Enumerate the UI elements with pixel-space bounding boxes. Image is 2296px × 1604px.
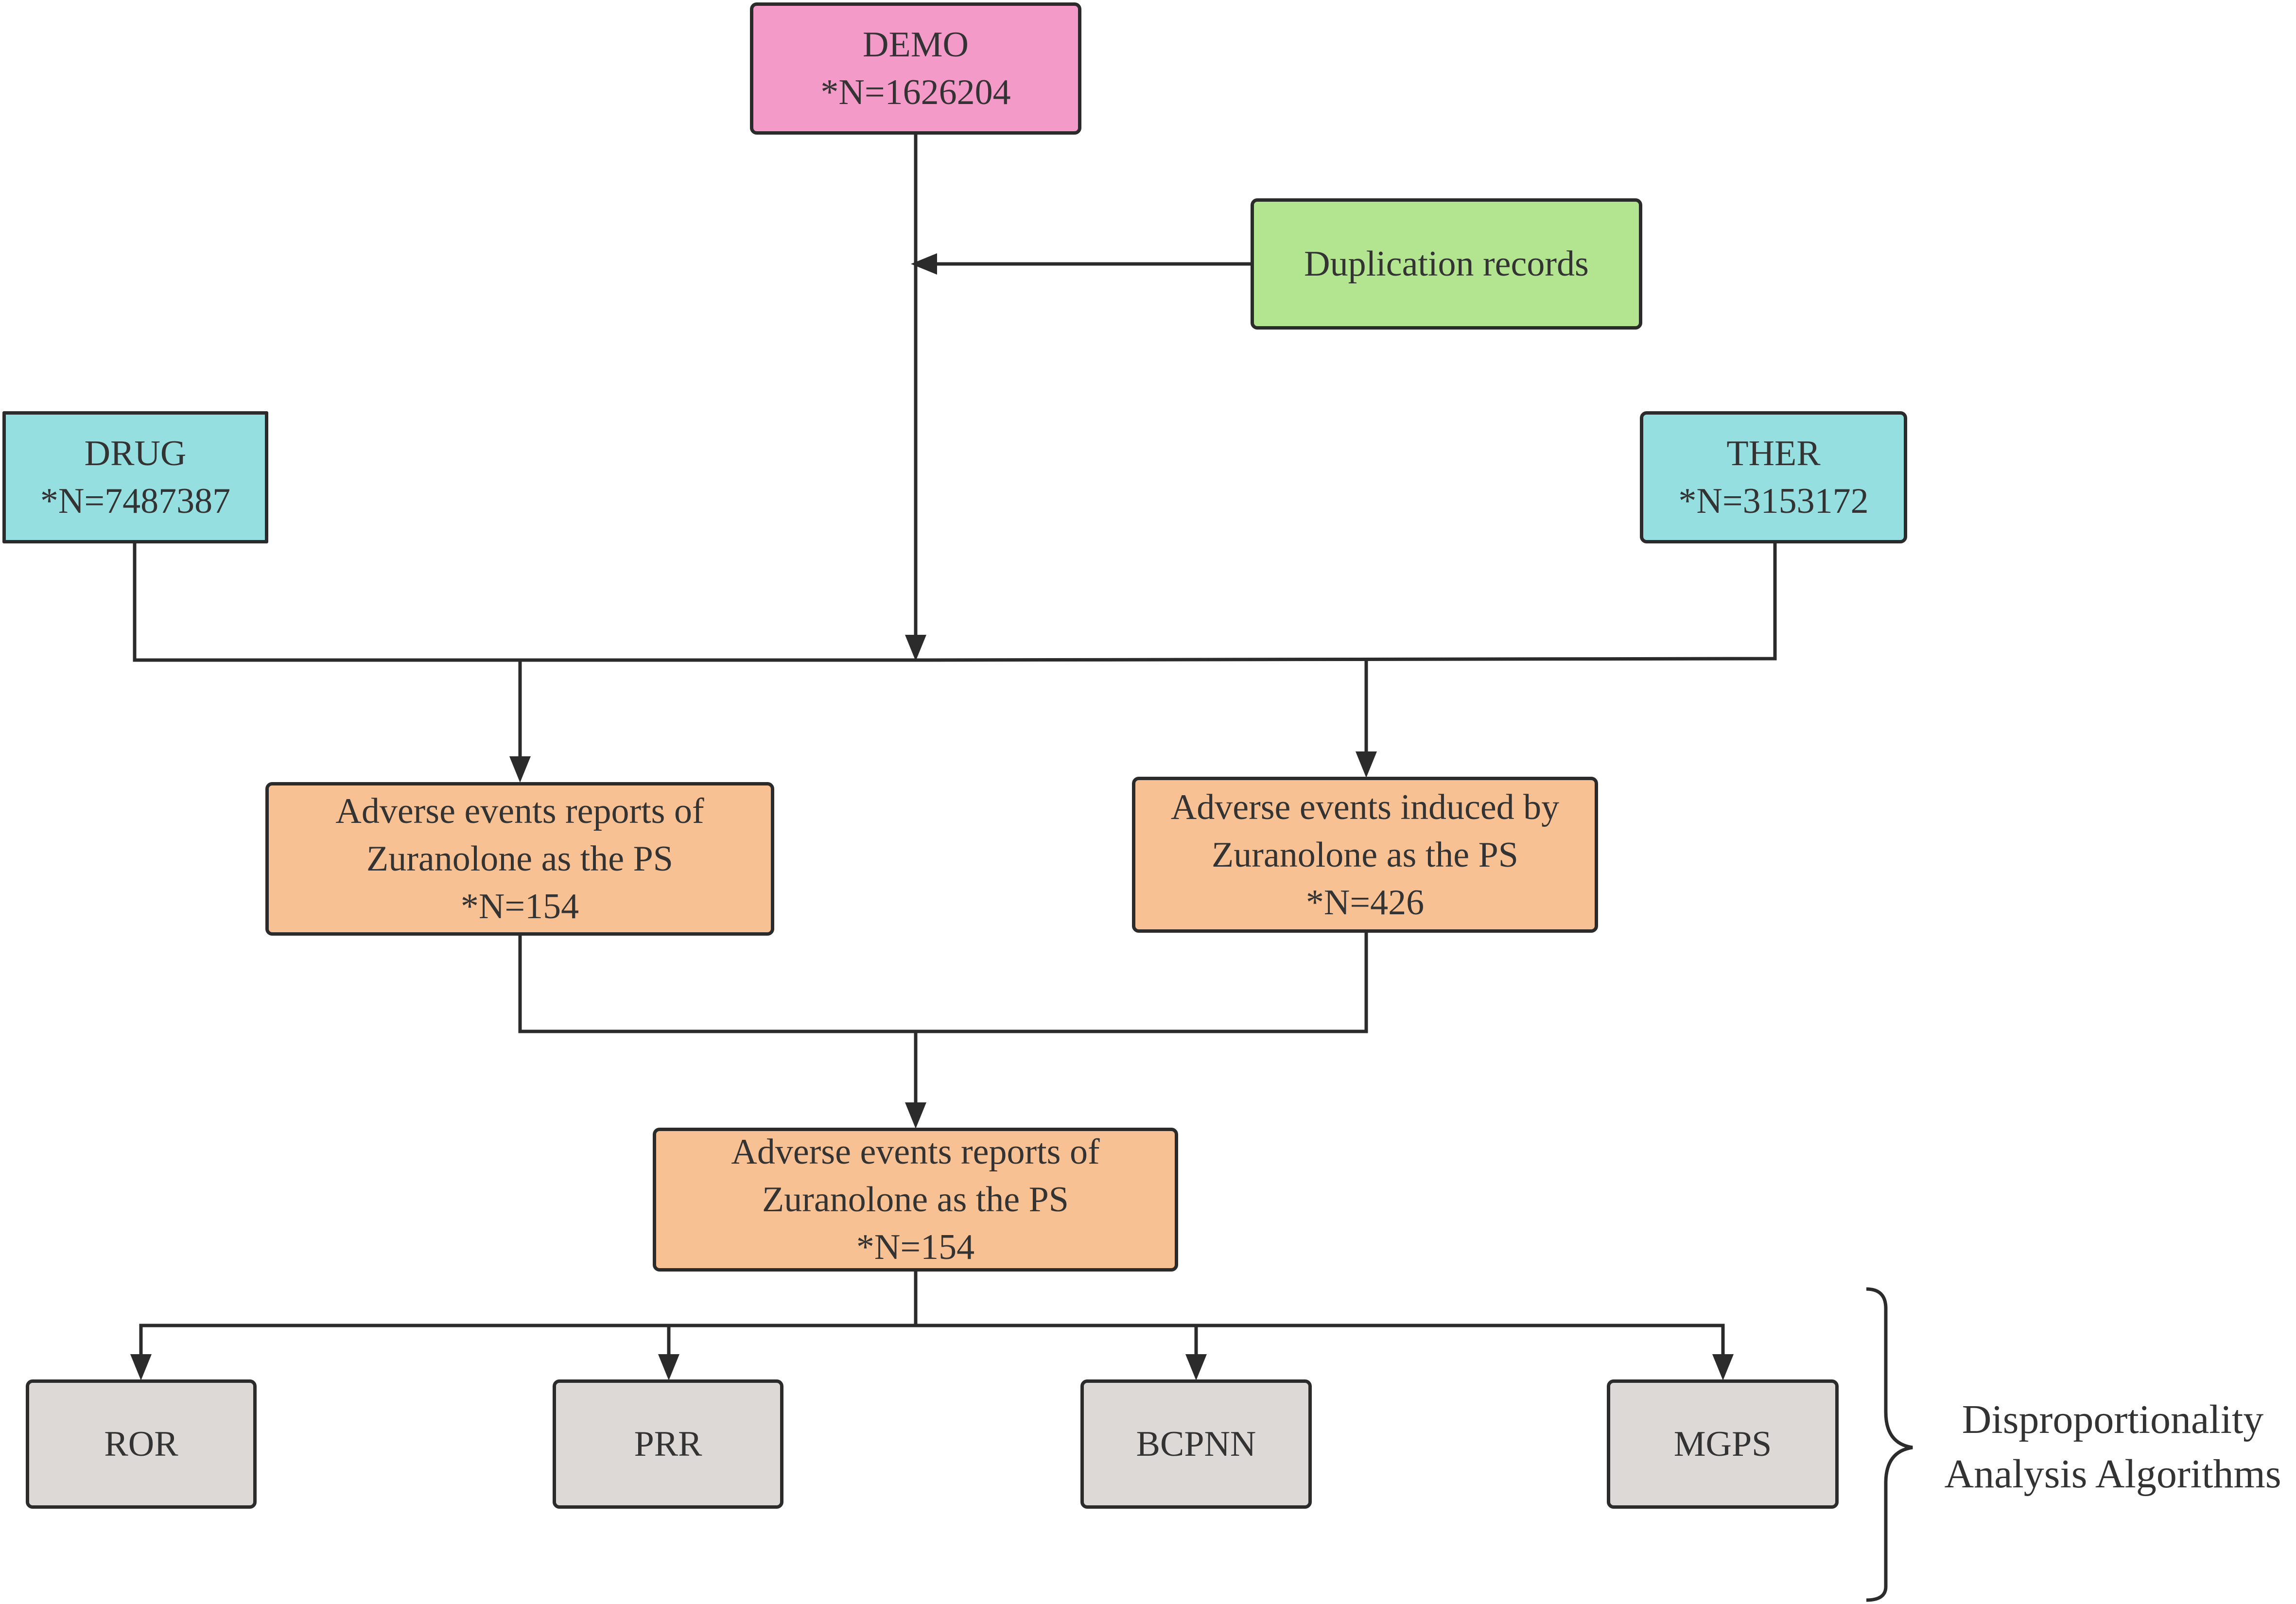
arrowhead-bcpnn xyxy=(1185,1354,1207,1380)
algorithm-prr-box: PRR xyxy=(553,1379,783,1509)
reports-to-final-line xyxy=(518,932,1368,1033)
final-reports-count: *N=154 xyxy=(856,1227,975,1267)
algorithm-bus-line xyxy=(916,1324,1725,1358)
ther-box: THER *N=3153172 xyxy=(1640,411,1907,543)
ther-count: *N=3153172 xyxy=(1678,481,1869,521)
algorithm-ror-label: ROR xyxy=(104,1424,178,1464)
ther-to-merge-line xyxy=(915,542,1777,662)
ther-title: THER xyxy=(1726,434,1821,473)
drug-title: DRUG xyxy=(84,434,187,473)
arrowhead-reports xyxy=(509,756,531,783)
arrowhead-induced xyxy=(1356,751,1377,778)
arrowhead-final xyxy=(905,1102,926,1129)
induced-ps-box: Adverse events induced by Zuranolone as … xyxy=(1132,777,1598,933)
induced-ps-line2: Zuranolone as the PS xyxy=(1212,835,1518,875)
algorithm-ror-box: ROR xyxy=(26,1379,257,1509)
demo-box: DEMO *N=1626204 xyxy=(750,2,1081,135)
reports-ps-line2: Zuranolone as the PS xyxy=(366,839,673,879)
algorithm-mgps-box: MGPS xyxy=(1607,1379,1839,1509)
induced-ps-count: *N=426 xyxy=(1305,882,1425,923)
duplication-records-box: Duplication records xyxy=(1251,198,1642,330)
final-reports-line1: Adverse events reports of xyxy=(731,1132,1100,1172)
arrowhead-demo-merge xyxy=(905,635,926,661)
final-reports-line2: Zuranolone as the PS xyxy=(762,1180,1069,1220)
arrowhead-prr xyxy=(658,1354,679,1380)
disproportionality-label-line2: Analysis Algorithms xyxy=(1944,1451,2281,1497)
arrowhead-ror xyxy=(130,1354,152,1380)
drug-to-merge-line xyxy=(133,542,916,662)
reports-ps-count: *N=154 xyxy=(460,887,579,926)
duplication-records-label: Duplication records xyxy=(1304,244,1589,284)
disproportionality-label: Disproportionality Analysis Algorithms xyxy=(1930,1393,2296,1501)
reports-ps-box: Adverse events reports of Zuranolone as … xyxy=(265,782,774,936)
algorithm-mgps-label: MGPS xyxy=(1673,1424,1772,1464)
reports-ps-line1: Adverse events reports of xyxy=(335,791,704,831)
arrowhead-duplication xyxy=(911,253,937,275)
drug-count: *N=7487387 xyxy=(40,481,231,521)
final-reports-box: Adverse events reports of Zuranolone as … xyxy=(653,1128,1178,1272)
algorithm-bcpnn-label: BCPNN xyxy=(1136,1424,1256,1464)
algorithm-prr-label: PRR xyxy=(634,1424,702,1464)
disproportionality-label-line1: Disproportionality xyxy=(1962,1397,2264,1442)
induced-ps-line1: Adverse events induced by xyxy=(1170,787,1560,827)
algorithm-brace xyxy=(1866,1287,1913,1602)
final-to-algorithms-line xyxy=(139,1271,918,1358)
algorithm-bcpnn-box: BCPNN xyxy=(1080,1379,1312,1509)
arrowhead-mgps xyxy=(1712,1354,1734,1380)
demo-title: DEMO xyxy=(863,25,969,65)
drug-box: DRUG *N=7487387 xyxy=(2,411,268,543)
demo-count: *N=1626204 xyxy=(820,72,1011,112)
